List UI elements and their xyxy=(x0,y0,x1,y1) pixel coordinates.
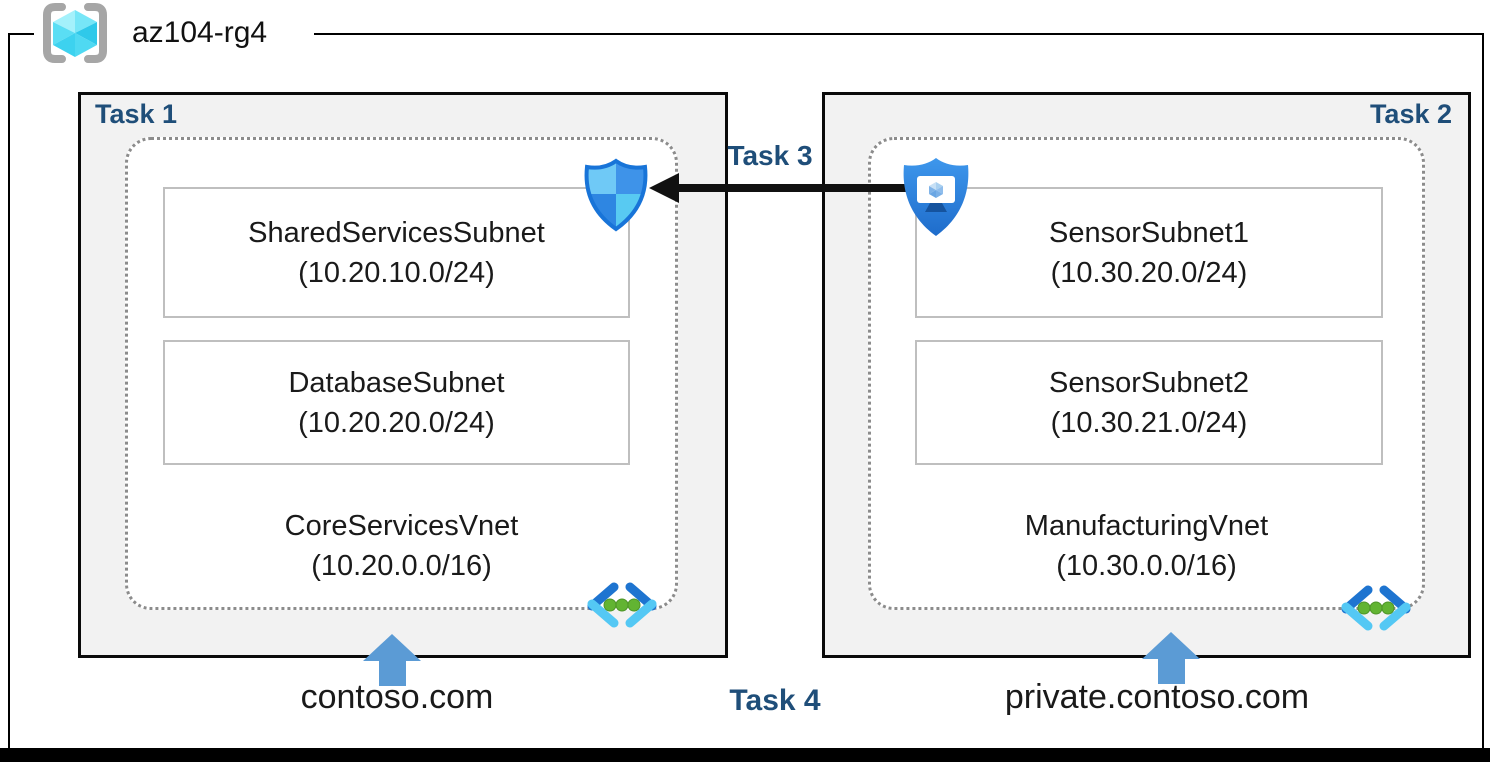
dns-zone-label-private-contoso: private.contoso.com xyxy=(1004,678,1310,716)
up-arrow-icon xyxy=(363,634,421,661)
up-arrow-stem xyxy=(379,660,406,686)
resource-group-icon xyxy=(38,2,112,64)
subnet-cidr: (10.30.20.0/24) xyxy=(1050,256,1248,289)
vnet-name: ManufacturingVnet xyxy=(1024,510,1269,542)
network-security-group-shield-icon xyxy=(583,158,649,232)
core-vnet-label: CoreServicesVnet (10.20.0.0/16) xyxy=(125,506,678,586)
subnet-name: SensorSubnet2 xyxy=(1049,366,1249,399)
subnet-cidr: (10.20.20.0/24) xyxy=(298,406,495,439)
subnet-box-sensor2: SensorSubnet2 (10.30.21.0/24) xyxy=(915,340,1383,465)
subnet-name: SharedServicesSubnet xyxy=(248,216,545,249)
task1-label: Task 1 xyxy=(95,99,178,129)
subnet-box-sensor1: SensorSubnet1 (10.30.20.0/24) xyxy=(915,187,1383,318)
manufacturing-vnet-label: ManufacturingVnet (10.30.0.0/16) xyxy=(868,506,1425,586)
vnet-cidr: (10.30.0.0/16) xyxy=(1056,550,1237,582)
vnet-name: CoreServicesVnet xyxy=(284,510,519,542)
up-arrow-icon xyxy=(1142,632,1200,659)
dns-zone-label-contoso: contoso.com xyxy=(300,678,494,716)
task2-label: Task 2 xyxy=(1369,99,1452,129)
up-arrow-stem xyxy=(1158,658,1185,684)
task4-label: Task 4 xyxy=(729,684,821,717)
task3-connector-line xyxy=(677,184,953,192)
task3-label: Task 3 xyxy=(727,140,813,171)
subnet-name: DatabaseSubnet xyxy=(288,366,505,399)
virtual-network-icon xyxy=(584,581,660,629)
subnet-name: SensorSubnet1 xyxy=(1049,216,1249,249)
subnet-cidr: (10.30.21.0/24) xyxy=(1050,406,1248,439)
subnet-box-database: DatabaseSubnet (10.20.20.0/24) xyxy=(163,340,630,465)
left-arrow-icon xyxy=(649,173,679,203)
resource-group-title: az104-rg4 xyxy=(132,16,268,49)
application-security-group-shield-icon xyxy=(900,155,972,239)
subnet-box-sharedservices: SharedServicesSubnet (10.20.10.0/24) xyxy=(163,187,630,318)
virtual-network-icon xyxy=(1338,584,1414,632)
bottom-border-bar xyxy=(0,748,1490,762)
subnet-cidr: (10.20.10.0/24) xyxy=(298,256,495,289)
vnet-cidr: (10.20.0.0/16) xyxy=(311,550,492,582)
